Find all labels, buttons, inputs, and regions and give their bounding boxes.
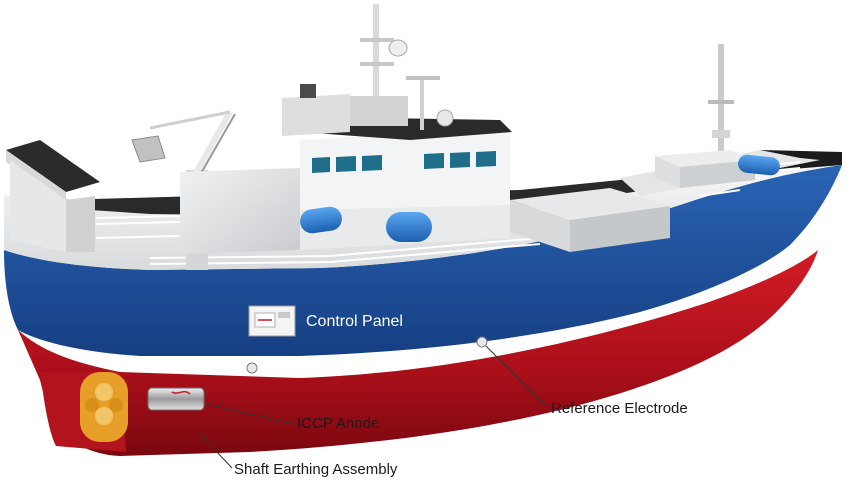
- crane-bucket: [131, 135, 166, 163]
- aft-structure-front: [66, 196, 95, 252]
- aft-structure: [10, 160, 66, 252]
- bridge: [300, 128, 510, 210]
- hull-bottom: [18, 250, 818, 456]
- reference-electrode-leader: [485, 345, 547, 407]
- superstructure: [180, 84, 512, 254]
- fore-mast: [708, 44, 734, 164]
- cargo-hatch-side: [510, 200, 570, 252]
- cargo-hatch-top: [510, 188, 670, 220]
- crane-boom: [192, 110, 233, 177]
- control-panel-icon: [248, 305, 296, 337]
- tanks: [300, 154, 780, 242]
- hull-band: [4, 165, 842, 356]
- leader-lines: [199, 345, 547, 469]
- iccp-anode-leader: [205, 403, 295, 425]
- cabin-vent: [300, 84, 316, 98]
- reference-electrode-icon: [246, 336, 488, 374]
- radome: [388, 39, 408, 57]
- cargo: [510, 150, 755, 252]
- reference-electrode-label: Reference Electrode: [551, 400, 688, 417]
- shaft-earthing-label: Shaft Earthing Assembly: [234, 461, 398, 478]
- bridge-windows: [312, 151, 496, 173]
- iccp-anode-icon: [147, 387, 205, 411]
- deckhouse-lower: [180, 168, 300, 254]
- shaft-earthing-icon: [80, 372, 128, 442]
- aft-platform: [6, 140, 100, 192]
- cargo-hatch-front: [570, 206, 670, 252]
- control-panel-label: Control Panel: [306, 313, 403, 330]
- upper-cabin: [282, 94, 350, 136]
- main-mast: [350, 4, 454, 130]
- forecastle-box-front: [680, 160, 755, 188]
- forecastle-box-top: [655, 150, 755, 167]
- iccp-anode-label: ICCP Anode: [297, 415, 380, 432]
- shaft-earthing-leader: [199, 433, 233, 469]
- forecastle-box-side: [655, 156, 680, 188]
